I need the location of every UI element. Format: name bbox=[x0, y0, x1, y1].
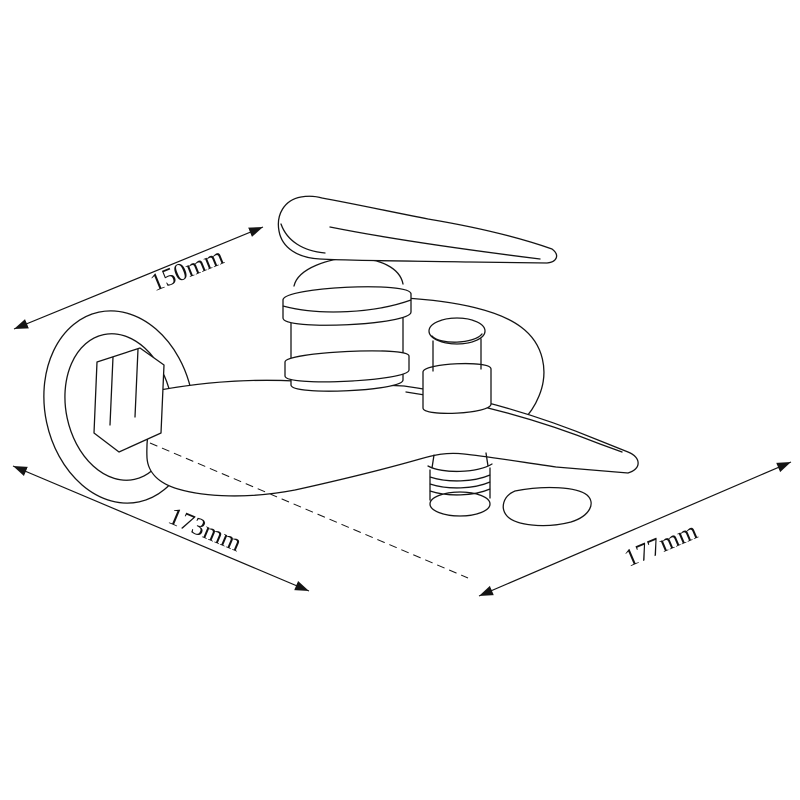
dimension-line bbox=[12, 465, 310, 592]
hidden-centerline bbox=[149, 442, 469, 579]
spout-outlet-foot bbox=[502, 486, 592, 527]
dimension-label-177: 177mm bbox=[621, 517, 702, 572]
dimension-label-173: 173mm bbox=[164, 503, 245, 558]
dimension-label-150: 150mm bbox=[147, 243, 228, 297]
dimension-150mm: 150mm bbox=[13, 226, 264, 330]
thread-line bbox=[429, 474, 491, 482]
diverter-knob bbox=[422, 317, 492, 415]
handle-blade-crease bbox=[329, 226, 541, 260]
column-base-collar bbox=[284, 350, 410, 383]
hose-outlet-end-cap bbox=[429, 491, 491, 517]
lever-handle bbox=[277, 195, 558, 264]
mounting-nut bbox=[93, 347, 165, 453]
mixer-column bbox=[282, 257, 412, 392]
thread-line bbox=[429, 481, 491, 489]
hose-outlet bbox=[427, 452, 493, 517]
cartridge-dome bbox=[293, 257, 404, 287]
faucet-drawing bbox=[43, 195, 639, 579]
cartridge-cap-band bbox=[282, 286, 412, 326]
dimension-line bbox=[13, 226, 264, 330]
spout-body bbox=[146, 379, 639, 497]
dimension-177mm: 177mm bbox=[478, 461, 792, 597]
dimension-line bbox=[478, 461, 792, 597]
handle-neck-line bbox=[280, 223, 326, 254]
